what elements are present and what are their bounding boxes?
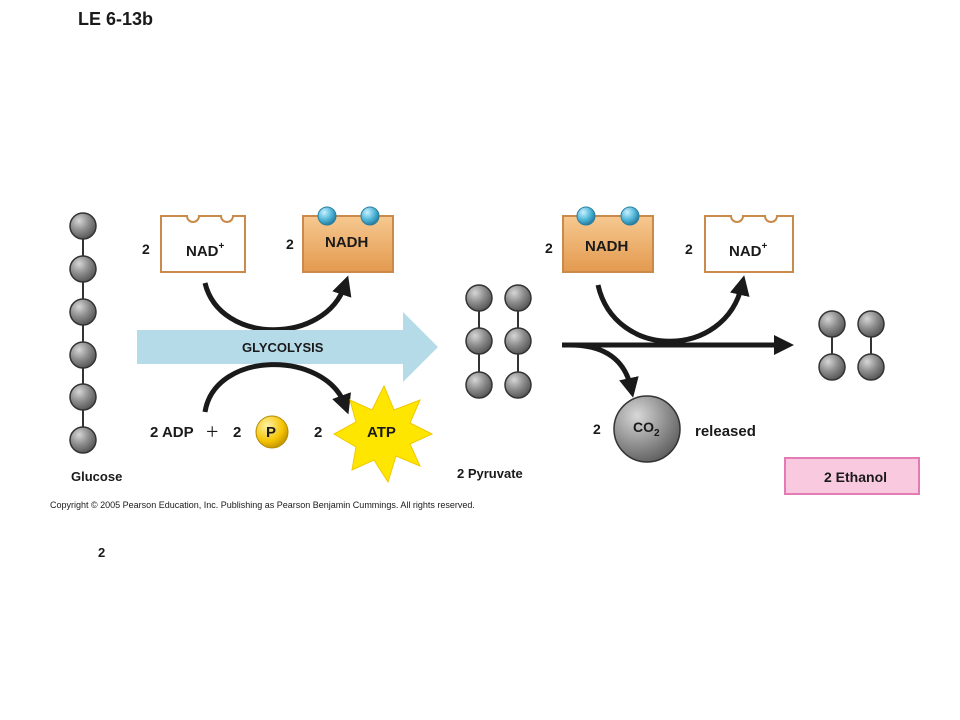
nadh-box-left	[302, 206, 394, 273]
phosphate-icon	[255, 415, 289, 449]
nad-right-coef: 2	[685, 241, 693, 257]
nad-to-nadh-arrow	[202, 275, 352, 333]
glycolysis-arrow	[137, 312, 438, 382]
nad-right-charge: +	[761, 241, 768, 252]
atp-coef: 2	[314, 424, 323, 441]
slide-title: LE 6-13b	[78, 9, 154, 29]
co2-coef: 2	[593, 421, 601, 437]
glucose-molecule	[69, 212, 97, 454]
co2-label: CO2	[633, 420, 660, 439]
pyruvate-molecules	[465, 284, 532, 399]
nadh-right-label: NADH	[585, 238, 629, 255]
ethanol-box	[784, 457, 920, 495]
nadh-left-label: NADH	[325, 234, 369, 251]
atp-starburst-icon	[332, 384, 434, 484]
nad-left-label: NAD+	[186, 241, 225, 260]
ethanol-molecules	[818, 310, 885, 381]
page-number: 2	[98, 545, 106, 560]
co2-released-label: released	[695, 423, 756, 440]
nadh-left-coef: 2	[286, 236, 294, 252]
atp-label: ATP	[367, 424, 396, 441]
adp-label: 2 ADP	[150, 424, 194, 441]
phosphate-label: P	[266, 424, 277, 441]
adp-to-atp-arrow	[202, 362, 351, 415]
pyruvate-label: 2 Pyruvate	[457, 466, 523, 481]
co2-subscript: 2	[654, 428, 660, 439]
nadh-box-right	[562, 206, 654, 273]
nad-left-charge: +	[218, 241, 225, 252]
nad-right-label: NAD+	[729, 241, 768, 260]
co2-molecule	[613, 395, 681, 463]
ethanol-label: 2 Ethanol	[824, 469, 888, 485]
nadh-to-nad-arrow	[595, 275, 750, 344]
plus-sign: +	[206, 419, 219, 444]
phosphate-coef: 2	[233, 424, 242, 441]
nad-box-right	[704, 215, 794, 273]
co2-release-arrow	[569, 342, 639, 398]
nadh-right-coef: 2	[545, 240, 553, 256]
nad-left-coef: 2	[142, 241, 150, 257]
nad-left-text: NAD	[186, 243, 219, 260]
glucose-label: Glucose	[71, 469, 123, 484]
co2-text: CO	[633, 419, 654, 435]
nad-right-text: NAD	[729, 243, 762, 260]
nad-box-left	[160, 215, 246, 273]
glycolysis-label: GLYCOLYSIS	[242, 340, 324, 355]
copyright-text: Copyright © 2005 Pearson Education, Inc.…	[50, 500, 475, 510]
